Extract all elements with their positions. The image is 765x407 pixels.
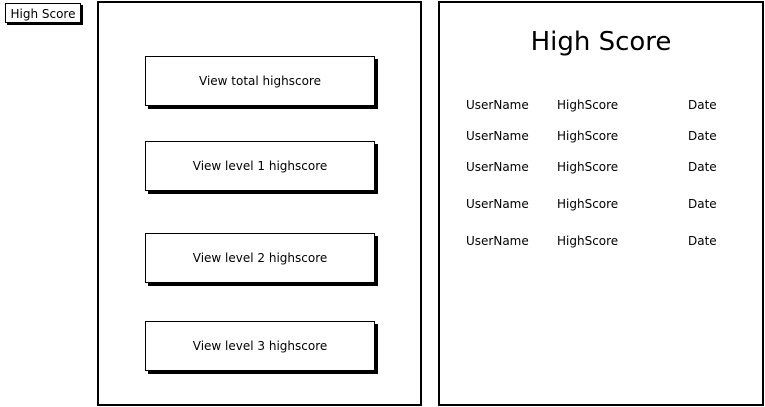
table-row: UserName HighScore Date	[440, 234, 762, 250]
table-row: UserName HighScore Date	[440, 129, 762, 145]
date-cell: Date	[688, 129, 717, 143]
score-cell: HighScore	[557, 98, 619, 112]
table-row: UserName HighScore Date	[440, 160, 762, 176]
table-row: UserName HighScore Date	[440, 197, 762, 213]
date-cell: Date	[688, 98, 717, 112]
score-cell: HighScore	[557, 160, 619, 174]
username-cell: UserName	[466, 98, 529, 112]
highscore-menu-panel: View total highscore View level 1 highsc…	[97, 1, 422, 406]
view-level-1-highscore-button[interactable]: View level 1 highscore	[145, 141, 375, 191]
score-cell: HighScore	[557, 129, 619, 143]
view-total-highscore-button[interactable]: View total highscore	[145, 56, 375, 106]
view-level-2-highscore-button[interactable]: View level 2 highscore	[145, 233, 375, 283]
username-cell: UserName	[466, 129, 529, 143]
username-cell: UserName	[466, 234, 529, 248]
score-cell: HighScore	[557, 197, 619, 211]
page-title: High Score	[530, 27, 672, 57]
date-cell: Date	[688, 234, 717, 248]
table-row: UserName HighScore Date	[440, 98, 762, 114]
date-cell: Date	[688, 160, 717, 174]
window-tag: High Score	[5, 3, 81, 23]
username-cell: UserName	[466, 197, 529, 211]
highscore-table-panel: High Score UserName HighScore Date UserN…	[438, 1, 764, 406]
username-cell: UserName	[466, 160, 529, 174]
date-cell: Date	[688, 197, 717, 211]
view-level-3-highscore-button[interactable]: View level 3 highscore	[145, 321, 375, 371]
score-cell: HighScore	[557, 234, 619, 248]
